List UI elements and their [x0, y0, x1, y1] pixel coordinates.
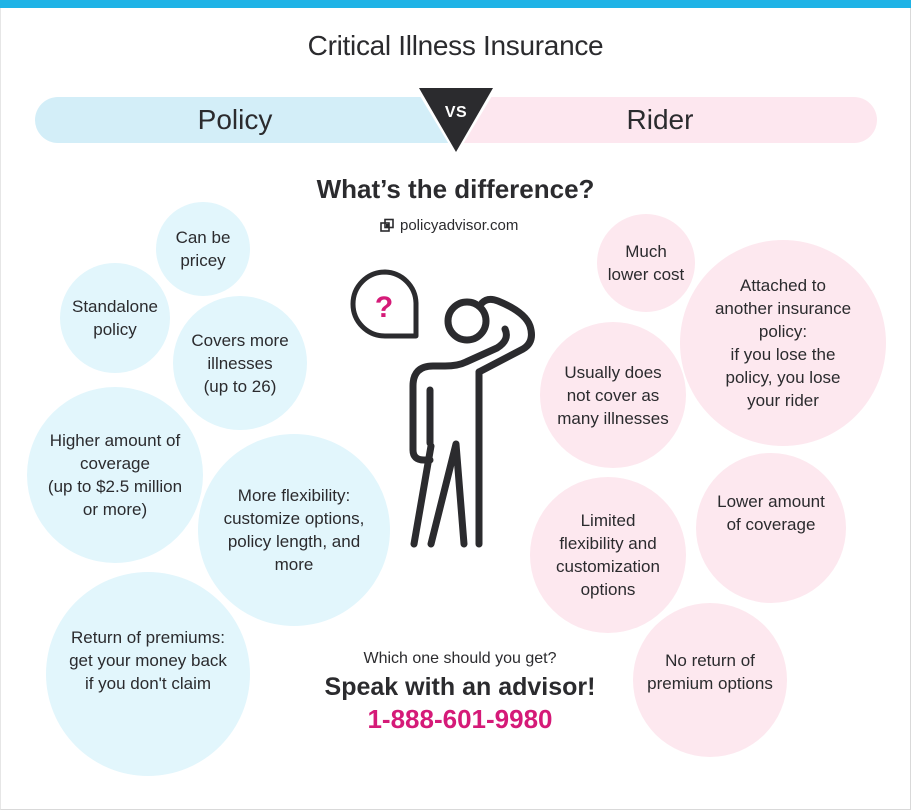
policy-point-text: Standalone policy: [71, 297, 159, 339]
policy-header-bar: Policy: [35, 97, 455, 143]
vs-triangle-icon: [414, 86, 498, 156]
rider-point-text: Attached to another insurance policy: if…: [714, 276, 852, 410]
cta-headline: Speak with an advisor!: [324, 673, 596, 701]
policy-point-more-illnesses: Covers more illnesses (up to 26): [173, 296, 307, 430]
rider-point-text: No return of premium options: [647, 651, 773, 693]
rider-header-bar: Rider: [463, 97, 877, 143]
policy-label: Policy: [197, 104, 273, 135]
rider-point-attached: Attached to another insurance policy: if…: [680, 240, 886, 446]
confused-person-icon: ?: [350, 269, 535, 548]
rider-point-fewer-illnesses: Usually does not cover as many illnesses: [540, 322, 686, 468]
policy-point-text: Covers more illnesses (up to 26): [191, 330, 289, 396]
rider-point-text: Lower amount of coverage: [717, 492, 825, 534]
top-accent-bar: [0, 0, 911, 8]
call-to-action: Which one should you get? Speak with an …: [300, 650, 620, 736]
question-mark-icon: ?: [375, 291, 393, 324]
rider-point-limited-flexibility: Limited flexibility and customization op…: [530, 477, 686, 633]
policy-point-pricey: Can be pricey: [156, 202, 250, 296]
rider-point-text: Much lower cost: [607, 242, 685, 284]
policy-point-text: More flexibility: customize options, pol…: [223, 486, 365, 574]
policy-point-return-premiums: Return of premiums: get your money back …: [46, 572, 250, 776]
brand-text: policyadvisor.com: [400, 217, 519, 234]
policy-point-text: Can be pricey: [175, 228, 231, 270]
rider-point-text: Limited flexibility and customization op…: [556, 511, 660, 599]
rider-point-lower-cost: Much lower cost: [597, 214, 695, 312]
vs-label: VS: [444, 104, 468, 121]
policy-point-higher-coverage: Higher amount of coverage (up to $2.5 mi…: [27, 387, 203, 563]
confused-person-illustration: ?: [340, 255, 550, 555]
subtitle: What’s the difference?: [316, 174, 595, 204]
policy-point-standalone: Standalone policy: [60, 263, 170, 373]
brand: policyadvisor.com: [380, 217, 518, 234]
rider-point-no-return: No return of premium options: [633, 603, 787, 757]
policy-point-text: Higher amount of coverage (up to $2.5 mi…: [47, 431, 183, 519]
policy-point-text: Return of premiums: get your money back …: [69, 627, 227, 693]
policy-point-flexibility: More flexibility: customize options, pol…: [198, 434, 390, 626]
cta-phone-link[interactable]: 1-888-601-9980: [367, 704, 553, 734]
rider-point-text: Usually does not cover as many illnesses: [557, 362, 669, 428]
speech-bubble-icon: [350, 269, 419, 339]
page-title: Critical Illness Insurance: [307, 30, 604, 61]
cta-question: Which one should you get?: [363, 650, 557, 667]
policyadvisor-logo-icon: [380, 218, 394, 232]
rider-point-lower-coverage: Lower amount of coverage: [696, 453, 846, 603]
rider-label: Rider: [626, 104, 694, 135]
vs-badge: VS: [412, 86, 500, 158]
